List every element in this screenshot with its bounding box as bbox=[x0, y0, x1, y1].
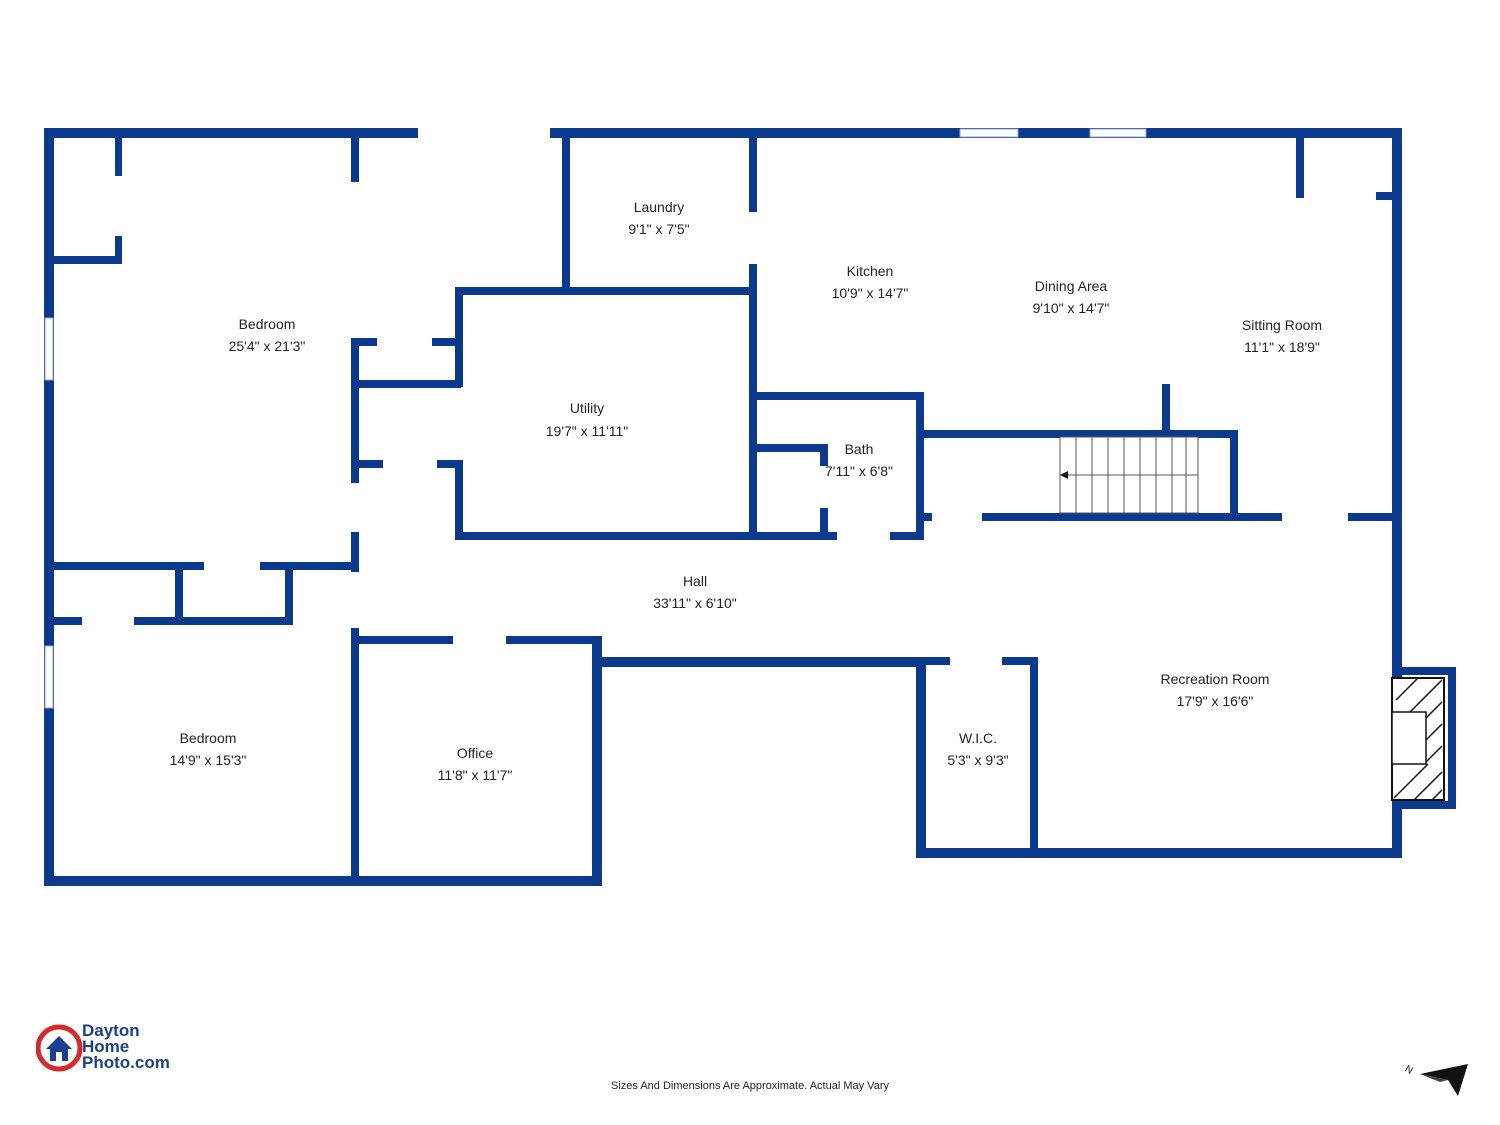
room-name-kitchen: Kitchen bbox=[847, 263, 894, 279]
room-name-sitting: Sitting Room bbox=[1242, 317, 1322, 333]
room-name-recreation: Recreation Room bbox=[1161, 671, 1270, 687]
room-dim-kitchen: 10'9" x 14'7" bbox=[832, 285, 909, 301]
room-labels: Bedroom 25'4" x 21'3" Laundry 9'1" x 7'5… bbox=[170, 199, 1322, 783]
room-dim-dining: 9'10" x 14'7" bbox=[1033, 300, 1110, 316]
room-dim-bath: 7'11" x 6'8" bbox=[825, 463, 893, 479]
room-name-bedroom-2: Bedroom bbox=[180, 730, 237, 746]
logo-text: Dayton Home Photo.com bbox=[82, 1021, 170, 1072]
room-name-laundry: Laundry bbox=[634, 199, 685, 215]
room-dim-hall: 33'11" x 6'10" bbox=[653, 595, 737, 611]
room-name-hall: Hall bbox=[683, 573, 707, 589]
room-name-utility: Utility bbox=[570, 400, 604, 416]
room-dim-wic: 5'3" x 9'3" bbox=[947, 752, 1008, 768]
room-dim-office: 11'8" x 11'7" bbox=[438, 767, 513, 783]
room-name-bedroom: Bedroom bbox=[239, 316, 296, 332]
walls bbox=[44, 128, 1456, 886]
room-dim-laundry: 9'1" x 7'5" bbox=[628, 221, 689, 237]
room-name-wic: W.I.C. bbox=[959, 730, 997, 746]
room-name-bath: Bath bbox=[845, 441, 874, 457]
room-dim-recreation: 17'9" x 16'6" bbox=[1177, 693, 1254, 709]
room-name-dining: Dining Area bbox=[1035, 278, 1108, 294]
room-dim-bedroom: 25'4" x 21'3" bbox=[229, 338, 306, 354]
logo-house-icon bbox=[36, 1024, 83, 1072]
fireplace bbox=[1391, 677, 1445, 801]
room-dim-utility: 19'7" x 11'11" bbox=[546, 423, 629, 439]
room-name-office: Office bbox=[457, 745, 494, 761]
staircase bbox=[1059, 436, 1199, 514]
logo-line-3: Photo.com bbox=[82, 1053, 170, 1072]
windows bbox=[44, 128, 1147, 709]
logo-line-1: Dayton bbox=[82, 1021, 140, 1040]
compass-label: N bbox=[1403, 1064, 1415, 1077]
disclaimer-text: Sizes And Dimensions Are Approximate. Ac… bbox=[611, 1080, 889, 1092]
room-dim-sitting: 11'1" x 18'9" bbox=[1244, 339, 1320, 355]
room-dim-bedroom-2: 14'9" x 15'3" bbox=[170, 752, 247, 768]
logo-line-2: Home bbox=[82, 1037, 130, 1056]
north-arrow-icon: N bbox=[1403, 1064, 1468, 1096]
